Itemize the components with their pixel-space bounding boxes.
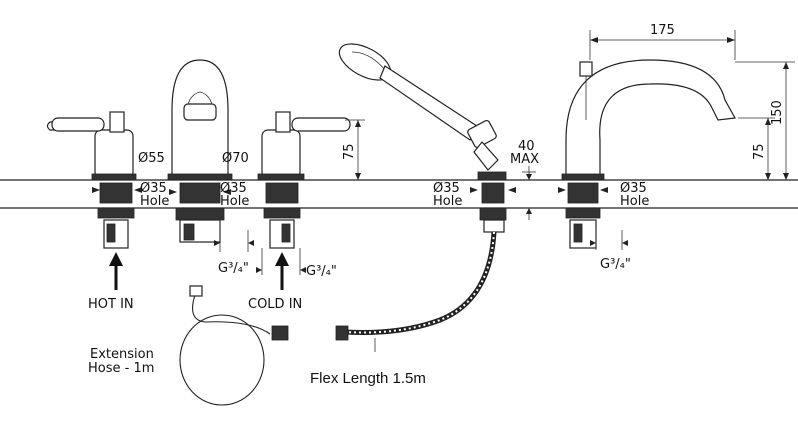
hole-diameter-label-1: Ø35 [140,181,167,196]
cold-valve [257,111,351,249]
hot-valve [46,111,137,249]
centre-spout [167,59,233,243]
hole-dimension-arrows-left [92,187,306,275]
hot-in-arrow [109,252,123,290]
hole-label-3: Hole [433,194,462,209]
hole-label-1: Hole [140,194,169,209]
dimension-75-right-label: 75 [752,143,767,160]
extension-hose-label-line2: Hose - 1m [88,361,154,376]
extension-hose [179,285,289,406]
diameter-70-label: Ø70 [222,151,249,166]
handshower-dimension-arrows [470,166,536,220]
cold-in-label: COLD IN [248,297,302,312]
dimension-175-label: 175 [650,23,675,38]
cold-in-arrow [275,252,289,290]
height-75-label: 75 [342,143,357,160]
height-dimension-left [345,119,365,180]
hole-label-2: Hole [220,194,249,209]
thread-label-spout: G³/₄" [600,257,631,272]
diameter-55-label: Ø55 [138,151,165,166]
dimension-40-label: 40 [518,139,535,154]
extension-hose-label-line1: Extension [90,347,154,362]
thread-label-right: G³/₄" [306,264,337,279]
bath-spout [561,59,736,249]
thread-label-left: G³/₄" [218,261,249,276]
dimension-150-label: 150 [770,100,785,125]
handshower [338,43,507,233]
hole-diameter-label-2: Ø35 [220,181,247,196]
flex-hose [335,231,497,352]
hot-in-label: HOT IN [88,297,134,312]
bath-spout-dimensions [558,30,795,250]
max-label: MAX [510,152,539,167]
hole-diameter-label-4: Ø35 [620,181,647,196]
hole-label-4: Hole [620,194,649,209]
flex-length-label: Flex Length 1.5m [310,370,426,387]
hole-diameter-label-3: Ø35 [433,181,460,196]
